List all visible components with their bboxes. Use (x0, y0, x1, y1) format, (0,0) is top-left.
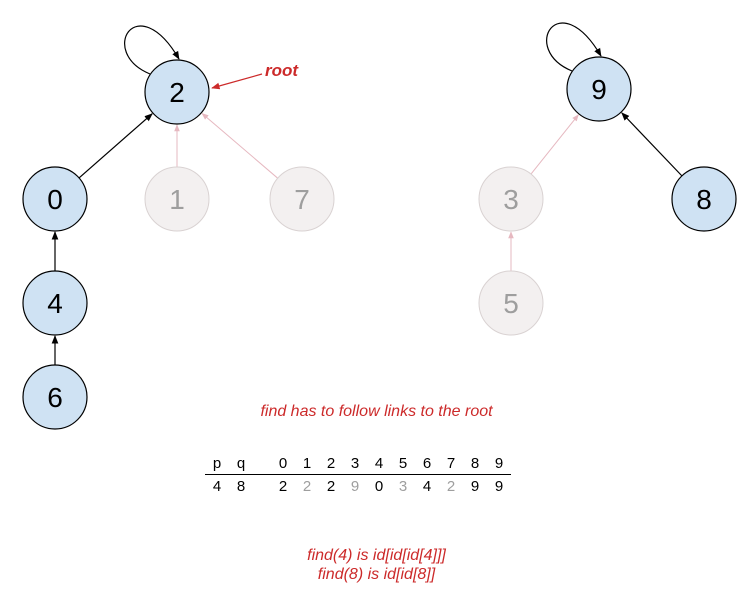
node-circle (478, 270, 544, 336)
array-value-cell: 8 (236, 477, 246, 495)
node-5: 5 (478, 270, 544, 336)
node-circle (144, 59, 210, 125)
node-circle (22, 270, 88, 336)
node-circle (144, 166, 210, 232)
node-circle (269, 166, 335, 232)
node-0: 0 (22, 166, 88, 232)
array-value-cell: 2 (278, 477, 288, 495)
node-label: 2 (169, 77, 185, 108)
root-pointer-arrow (211, 73, 263, 90)
node-4: 4 (22, 270, 88, 336)
node-label: 6 (47, 382, 63, 413)
array-header-q: q (229, 452, 253, 475)
array-value-cell: 3 (398, 477, 408, 495)
node-circle (478, 166, 544, 232)
array-index-0: 0 (271, 452, 295, 475)
nodes-layer: 2 0 1 7 4 6 9 3 8 5 (22, 56, 737, 430)
node-label: 7 (294, 184, 310, 215)
node-1: 1 (144, 166, 210, 232)
node-label: 8 (696, 184, 712, 215)
column-gap (253, 452, 271, 475)
union-find-forest: 2 0 1 7 4 6 9 3 8 5 root (22, 22, 737, 430)
self-loop-2 (124, 25, 180, 75)
node-label: 0 (47, 184, 63, 215)
root-annotation: root (211, 61, 299, 90)
node-3: 3 (478, 166, 544, 232)
node-6: 6 (22, 364, 88, 430)
find-example-line: find(8) is id[id[8]] (317, 566, 436, 583)
node-8: 8 (671, 166, 737, 232)
node-circle (22, 166, 88, 232)
array-index-9: 9 (487, 452, 511, 475)
node-label: 4 (47, 288, 63, 319)
self-loops-layer (124, 22, 602, 75)
node-label: 1 (169, 184, 185, 215)
root-label: root (265, 61, 299, 80)
node-7: 7 (269, 166, 335, 232)
array-index-1: 1 (295, 452, 319, 475)
array-value-cell: 2 (326, 477, 336, 495)
array-value-cell: 2 (302, 477, 312, 495)
array-index-3: 3 (343, 452, 367, 475)
array-value-cell: 4 (422, 477, 432, 495)
find-caption: find has to follow links to the root (260, 403, 493, 420)
array-value-cell: 9 (470, 477, 480, 495)
array-header-p: p (205, 452, 229, 475)
array-index-6: 6 (415, 452, 439, 475)
array-value-cell: 0 (374, 477, 384, 495)
node-circle (22, 364, 88, 430)
node-2: 2 (144, 59, 210, 125)
array-value-cell: 4 (212, 477, 222, 495)
link-0-to-2 (78, 113, 153, 179)
array-index-5: 5 (391, 452, 415, 475)
node-9: 9 (566, 56, 632, 122)
array-index-8: 8 (463, 452, 487, 475)
array-index-7: 7 (439, 452, 463, 475)
node-label: 5 (503, 288, 519, 319)
edges-layer (51, 112, 683, 365)
array-value-cell: 9 (494, 477, 504, 495)
link-7-to-2 (201, 113, 279, 179)
node-label: 9 (591, 74, 607, 105)
link-8-to-9 (621, 112, 683, 177)
array-index-2: 2 (319, 452, 343, 475)
node-circle (671, 166, 737, 232)
array-value-cell: 9 (350, 477, 360, 495)
node-label: 3 (503, 184, 519, 215)
find-examples: find(4) is id[id[id[4]]] find(8) is id[i… (0, 546, 753, 584)
array-value-cell: 2 (446, 477, 456, 495)
node-circle (566, 56, 632, 122)
find-example-line: find(4) is id[id[id[4]]] (307, 547, 446, 564)
self-loop-9 (546, 22, 602, 72)
column-gap (253, 475, 271, 498)
link-3-to-9 (530, 114, 579, 175)
array-index-4: 4 (367, 452, 391, 475)
